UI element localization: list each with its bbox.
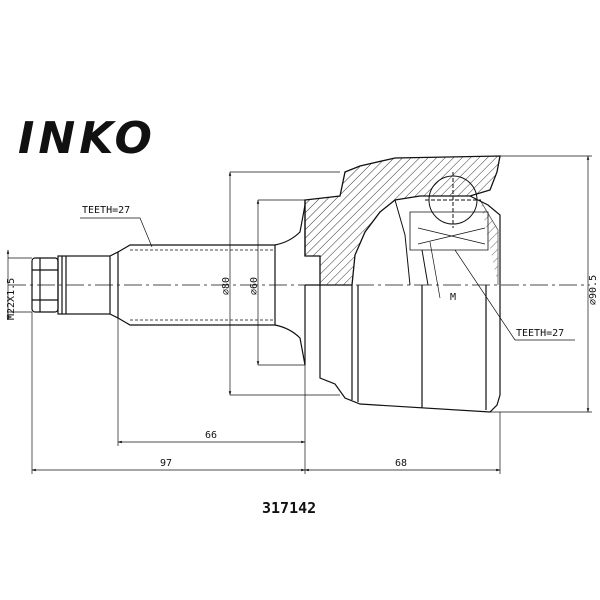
- housing-section: [304, 155, 501, 286]
- threaded-stub: [31, 251, 119, 319]
- dia-60-label: ⌀60: [249, 277, 260, 295]
- len-97-label: 97: [160, 458, 172, 469]
- brand-logo: INKO: [18, 113, 156, 164]
- teeth-shaft-label: TEETH=27: [82, 205, 130, 216]
- housing-lower: [304, 200, 501, 413]
- len-66-label: 66: [205, 430, 217, 441]
- len-68-label: 68: [395, 458, 407, 469]
- part-number: 317142: [262, 499, 316, 517]
- spline-shaft: [117, 204, 306, 366]
- dia-80-label: ⌀80: [221, 277, 232, 295]
- teeth-housing-label: TEETH=27: [516, 328, 564, 339]
- thread-label: M22X1.5: [6, 278, 17, 320]
- marker-m-label: M: [450, 292, 456, 303]
- ball-and-cage: [409, 172, 489, 286]
- dia-90-5-label: ⌀90.5: [588, 275, 599, 305]
- dimension-lines: [6, 155, 592, 474]
